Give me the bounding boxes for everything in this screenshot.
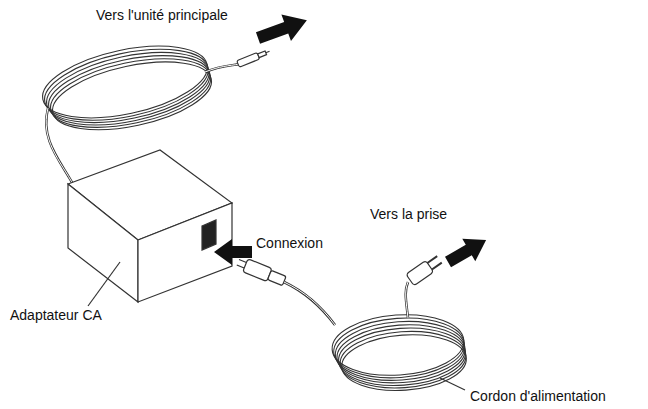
direction-arrow bbox=[253, 7, 311, 51]
direction-label: Vers la prise bbox=[370, 207, 447, 222]
adapter-socket bbox=[202, 220, 216, 250]
dc-plug bbox=[237, 48, 271, 67]
illustration bbox=[36, 7, 492, 394]
leader-line bbox=[88, 262, 120, 306]
power-cord bbox=[284, 282, 335, 325]
dc-cable bbox=[46, 108, 74, 186]
direction-label: Vers l'unité principale bbox=[96, 8, 228, 23]
direction-arrow bbox=[214, 239, 252, 265]
dc-cable bbox=[205, 64, 240, 72]
direction-arrow bbox=[442, 229, 493, 274]
power-cord bbox=[284, 282, 335, 325]
part-name: Cordon d'alimentation bbox=[470, 389, 606, 404]
dc-cable bbox=[46, 108, 74, 186]
power-cord bbox=[406, 282, 408, 318]
cable-loop bbox=[44, 46, 216, 139]
cable-loop bbox=[47, 50, 218, 142]
power-cord bbox=[406, 282, 408, 318]
dc-cable bbox=[205, 64, 240, 72]
leader-line bbox=[440, 378, 465, 390]
adapter-front bbox=[68, 184, 138, 302]
cable-loop bbox=[338, 327, 468, 392]
cable-loop bbox=[340, 331, 468, 395]
part-name: Adaptateur CA bbox=[10, 308, 102, 323]
cable-loop bbox=[42, 43, 216, 137]
direction-label: Connexion bbox=[256, 236, 323, 251]
cable-loop bbox=[40, 40, 215, 135]
power-cord-coil bbox=[330, 310, 468, 394]
wall-plug bbox=[406, 254, 444, 286]
appliance-plug bbox=[235, 256, 287, 288]
dc-cable-coil bbox=[36, 33, 217, 142]
